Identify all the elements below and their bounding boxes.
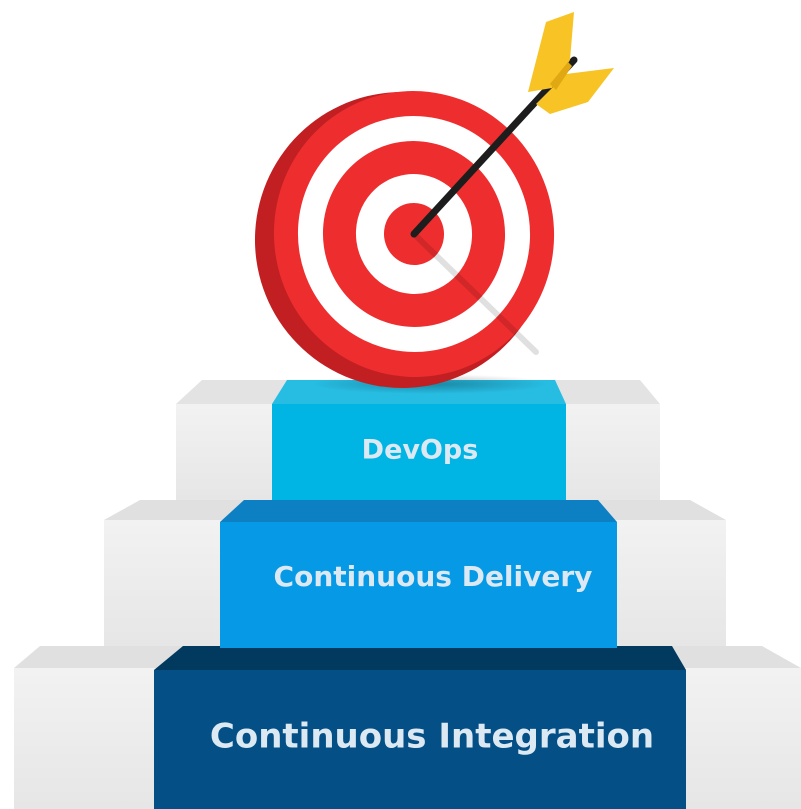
carpet bbox=[154, 380, 686, 809]
step-label-continuous-delivery: Continuous Delivery bbox=[274, 560, 593, 593]
arrow-fletching-shade bbox=[550, 62, 572, 90]
arrow-shadow bbox=[413, 233, 539, 355]
arrow-fletching-lower bbox=[536, 68, 614, 114]
arrow-fletching-upper bbox=[528, 12, 574, 92]
carpet-bottom-top bbox=[154, 646, 686, 670]
arrow-icon bbox=[410, 12, 614, 238]
step-label-continuous-integration: Continuous Integration bbox=[210, 717, 654, 757]
carpet-middle-face bbox=[220, 522, 617, 648]
target-icon bbox=[254, 91, 555, 394]
carpet-bottom-face bbox=[154, 670, 686, 809]
arrow-shaft bbox=[410, 56, 578, 238]
step-label-devops: DevOps bbox=[362, 435, 479, 466]
carpet-middle-top bbox=[220, 500, 617, 522]
carpet-top-face bbox=[272, 404, 566, 500]
